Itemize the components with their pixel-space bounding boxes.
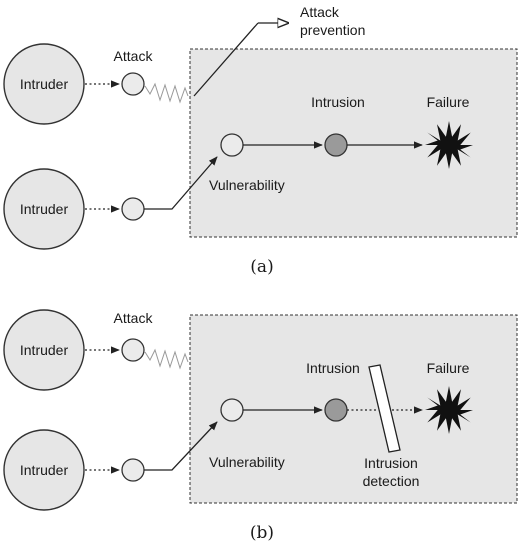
attack-node <box>121 197 145 221</box>
intruder-node <box>3 168 85 250</box>
blocked-attack-zigzag <box>144 82 189 104</box>
attack-node <box>121 72 145 96</box>
intruder-label: Intruder <box>20 201 69 217</box>
attack-prevention-label: prevention <box>300 22 365 38</box>
exploit-arrow <box>144 421 218 471</box>
exploit-arrow <box>144 156 218 210</box>
caption-b: (b) <box>250 523 274 543</box>
caption-a: (a) <box>250 257 273 277</box>
vulnerability-label: Vulnerability <box>209 177 285 193</box>
system-boundary <box>189 48 518 238</box>
intrusion-detection-barrier <box>368 364 401 453</box>
attack-label: Attack <box>114 310 154 326</box>
intruder-label: Intruder <box>20 76 69 92</box>
failure-star-icon <box>425 386 473 434</box>
intruder-label: Intruder <box>20 342 69 358</box>
attack-node <box>121 338 145 362</box>
attack-label: Attack <box>114 48 154 64</box>
intrusion-detection-label: detection <box>363 473 420 489</box>
failure-star-icon <box>425 121 473 169</box>
system-boundary <box>189 314 518 504</box>
intrusion-label: Intrusion <box>311 94 365 110</box>
intruder-node <box>3 43 85 125</box>
intruder-node <box>3 309 85 391</box>
intrusion-node <box>324 398 348 422</box>
intruder-node <box>3 429 85 511</box>
intrusion-node <box>324 133 348 157</box>
diagram-b: Intruder Intruder Attack Vulnerability I… <box>3 309 518 543</box>
vulnerability-node <box>220 133 244 157</box>
attack-prevention-label: Attack <box>300 4 340 20</box>
intruder-label: Intruder <box>20 462 69 478</box>
failure-label: Failure <box>427 360 470 376</box>
failure-label: Failure <box>427 94 470 110</box>
attack-prevention-arrow <box>193 22 259 97</box>
vulnerability-label: Vulnerability <box>209 454 285 470</box>
blocked-attack-zigzag <box>144 348 189 370</box>
diagram-a: Intruder Intruder Attack Attack preventi… <box>3 4 518 277</box>
intrusion-detection-label: Intrusion <box>364 455 418 471</box>
attack-node <box>121 458 145 482</box>
intrusion-label: Intrusion <box>306 360 360 376</box>
vulnerability-node <box>220 398 244 422</box>
